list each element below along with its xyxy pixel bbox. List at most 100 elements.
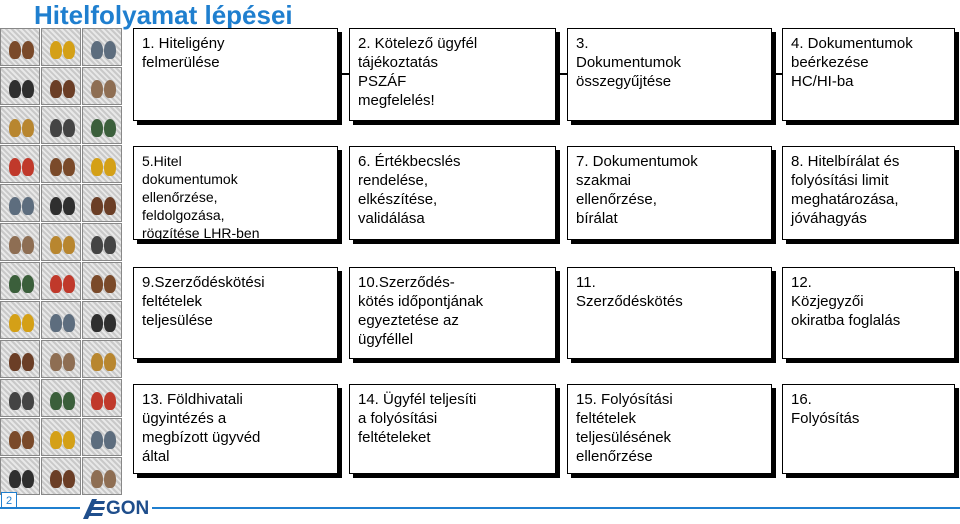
aegon-logo: GON — [80, 498, 153, 520]
step-box-6: 6. Értékbecslés rendelése, elkészítése, … — [349, 146, 556, 240]
shoe-icon — [91, 470, 103, 488]
shoe-icon — [50, 197, 62, 215]
step-label: 7. Dokumentumok szakmai ellenőrzése, bír… — [576, 153, 698, 227]
shoe-icon — [22, 119, 34, 137]
step-label: 11. Szerződéskötés — [576, 274, 683, 310]
photo-tile — [82, 262, 122, 300]
shoe-icon — [9, 236, 21, 254]
shoe-icon — [104, 236, 116, 254]
shoe-icon — [9, 470, 21, 488]
step-label: 13. Földhivatali ügyintézés a megbízott … — [142, 391, 261, 465]
photo-tile — [0, 67, 40, 105]
photo-tile — [0, 28, 40, 66]
shoe-icon — [63, 197, 75, 215]
photo-tile — [82, 184, 122, 222]
shoe-icon — [104, 431, 116, 449]
photo-tile — [82, 301, 122, 339]
photo-tile — [41, 184, 81, 222]
shoe-icon — [91, 275, 103, 293]
shoe-icon — [22, 353, 34, 371]
shoe-icon — [22, 392, 34, 410]
shoe-icon — [104, 275, 116, 293]
photo-tile — [0, 106, 40, 144]
step-label: 15. Folyósítási feltételek teljesüléséne… — [576, 391, 673, 465]
shoe-icon — [63, 353, 75, 371]
step-box-3: 3. Dokumentumok összegyűjtése — [567, 28, 772, 121]
connector-line — [556, 73, 567, 75]
photo-tile — [41, 301, 81, 339]
shoe-icon — [9, 392, 21, 410]
shoe-icon — [9, 275, 21, 293]
shoe-icon — [50, 236, 62, 254]
photo-tile — [41, 418, 81, 456]
shoe-icon — [22, 80, 34, 98]
shoe-icon — [22, 470, 34, 488]
photo-tile — [82, 67, 122, 105]
shoe-icon — [91, 314, 103, 332]
photo-tile — [41, 67, 81, 105]
shoe-icon — [50, 158, 62, 176]
step-label: 4. Dokumentumok beérkezése HC/HI-ba — [791, 35, 913, 90]
step-box-1: 1. Hiteligény felmerülése — [133, 28, 338, 121]
photo-tile — [0, 418, 40, 456]
shoe-icon — [63, 80, 75, 98]
page-title: Hitelfolyamat lépései — [34, 0, 293, 30]
step-box-14: 14. Ügyfél teljesíti a folyósítási felté… — [349, 384, 556, 474]
photo-tile — [41, 223, 81, 261]
photo-tile — [41, 379, 81, 417]
shoe-icon — [9, 119, 21, 137]
shoe-icon — [22, 158, 34, 176]
photo-tile — [82, 418, 122, 456]
shoe-icon — [50, 431, 62, 449]
shoe-icon — [22, 197, 34, 215]
photo-tile — [0, 145, 40, 183]
step-box-9: 9.Szerződéskötési feltételek teljesülése — [133, 267, 338, 359]
shoe-icon — [104, 158, 116, 176]
photo-tile — [0, 301, 40, 339]
photo-tile — [41, 340, 81, 378]
shoe-icon — [9, 80, 21, 98]
shoe-icon — [91, 353, 103, 371]
shoe-icon — [63, 236, 75, 254]
photo-tile — [0, 262, 40, 300]
connector-line — [338, 73, 349, 75]
step-box-12: 12. Közjegyzői okiratba foglalás — [782, 267, 955, 359]
shoe-icon — [91, 80, 103, 98]
shoe-icon — [91, 119, 103, 137]
shoe-icon — [22, 275, 34, 293]
step-label: 14. Ügyfél teljesíti a folyósítási felté… — [358, 391, 477, 446]
shoe-icon — [91, 41, 103, 59]
step-label: 3. Dokumentumok összegyűjtése — [576, 35, 682, 90]
photo-tile — [0, 379, 40, 417]
photo-tile — [82, 106, 122, 144]
shoe-icon — [63, 431, 75, 449]
shoe-icon — [63, 275, 75, 293]
photo-tile — [82, 457, 122, 495]
shoe-icon — [9, 158, 21, 176]
shoe-icon — [104, 80, 116, 98]
shoe-icon — [50, 353, 62, 371]
step-label: 1. Hiteligény felmerülése — [142, 35, 225, 71]
photo-tile — [82, 145, 122, 183]
step-label: 12. Közjegyzői okiratba foglalás — [791, 274, 901, 329]
shoe-icon — [91, 158, 103, 176]
step-box-10: 10.Szerződés- kötés időpontjának egyezte… — [349, 267, 556, 359]
step-box-7: 7. Dokumentumok szakmai ellenőrzése, bír… — [567, 146, 772, 240]
shoe-icon — [104, 470, 116, 488]
photo-tile — [41, 28, 81, 66]
shoe-icon — [50, 80, 62, 98]
shoe-icon — [50, 470, 62, 488]
step-label: 6. Értékbecslés rendelése, elkészítése, … — [358, 153, 461, 227]
shoe-icon — [9, 197, 21, 215]
shoe-icon — [104, 119, 116, 137]
aegon-logo-text: GON — [106, 498, 150, 519]
shoe-icon — [91, 431, 103, 449]
shoe-icon — [63, 470, 75, 488]
step-box-8: 8. Hitelbírálat és folyósítási limit meg… — [782, 146, 955, 240]
shoe-icon — [22, 314, 34, 332]
shoe-icon — [50, 275, 62, 293]
shoe-icon — [63, 41, 75, 59]
step-box-2: 2. Kötelező ügyfél tájékoztatás PSZÁF me… — [349, 28, 556, 121]
shoe-icon — [50, 119, 62, 137]
shoe-icon — [9, 41, 21, 59]
